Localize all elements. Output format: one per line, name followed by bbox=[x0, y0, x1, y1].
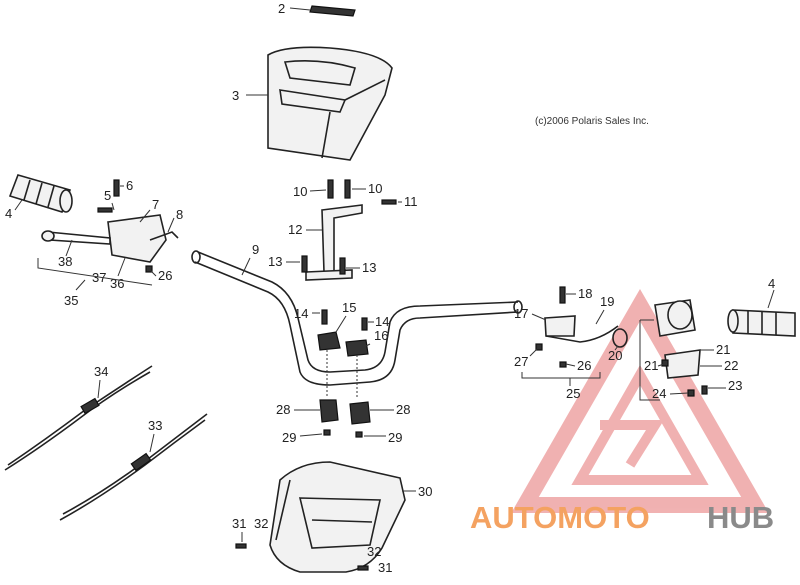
callout-24: 24 bbox=[652, 386, 666, 401]
part-30-lower-cover bbox=[269, 461, 406, 573]
callout-13-left: 13 bbox=[268, 254, 282, 269]
part-16-clamp bbox=[317, 309, 369, 357]
callout-14-left: 14 bbox=[294, 306, 308, 321]
callout-34: 34 bbox=[94, 364, 108, 379]
callout-9: 9 bbox=[252, 242, 259, 257]
callout-22: 22 bbox=[724, 358, 738, 373]
callout-16: 16 bbox=[374, 328, 388, 343]
callout-4-left: 4 bbox=[5, 206, 12, 221]
callout-31-right: 31 bbox=[378, 560, 392, 575]
copyright-text: (c)2006 Polaris Sales Inc. bbox=[535, 116, 649, 127]
part-2-trim bbox=[309, 5, 356, 17]
callout-36: 36 bbox=[110, 276, 124, 291]
callout-10-right: 10 bbox=[368, 181, 382, 196]
part-4-right-grip bbox=[727, 309, 796, 337]
callout-20: 20 bbox=[608, 348, 622, 363]
callout-32-right: 32 bbox=[367, 544, 381, 559]
callout-23: 23 bbox=[728, 378, 742, 393]
callout-4-right: 4 bbox=[768, 276, 775, 291]
callout-11: 11 bbox=[404, 194, 418, 209]
part-3-pod-cover bbox=[267, 46, 393, 161]
callout-14-right: 14 bbox=[375, 314, 389, 329]
callout-3: 3 bbox=[232, 88, 239, 103]
callout-29-right: 29 bbox=[388, 430, 402, 445]
callout-8: 8 bbox=[176, 207, 183, 222]
callout-10-left: 10 bbox=[293, 184, 307, 199]
callout-18: 18 bbox=[578, 286, 592, 301]
callout-35: 35 bbox=[64, 293, 78, 308]
callout-12: 12 bbox=[288, 222, 302, 237]
callout-7: 7 bbox=[152, 197, 159, 212]
callout-5: 5 bbox=[104, 188, 111, 203]
callout-2: 2 bbox=[278, 1, 285, 16]
callout-21-right: 21 bbox=[716, 342, 730, 357]
callout-13-right: 13 bbox=[362, 260, 376, 275]
part-4-left-grip bbox=[8, 174, 73, 213]
watermark-text-gray: HUB bbox=[707, 500, 774, 535]
callout-26-left: 26 bbox=[158, 268, 172, 283]
callout-26-right: 26 bbox=[577, 358, 591, 373]
part-21-switch-housing bbox=[654, 299, 708, 397]
part-35-master-cylinder-assembly bbox=[41, 179, 179, 273]
callout-29-left: 29 bbox=[282, 430, 296, 445]
part-9-handlebar bbox=[191, 250, 523, 386]
callout-28-left: 28 bbox=[276, 402, 290, 417]
callout-25: 25 bbox=[566, 386, 580, 401]
callout-31-left: 31 bbox=[232, 516, 246, 531]
part-34-cable bbox=[4, 365, 153, 471]
callout-17: 17 bbox=[514, 306, 528, 321]
callout-33: 33 bbox=[148, 418, 162, 433]
callout-30: 30 bbox=[418, 484, 432, 499]
part-12-bracket bbox=[301, 179, 397, 281]
watermark-logo bbox=[511, 288, 769, 513]
callout-6: 6 bbox=[126, 178, 133, 193]
part-33-cable bbox=[59, 413, 208, 521]
part-28-risers bbox=[319, 399, 371, 438]
callout-27: 27 bbox=[514, 354, 528, 369]
callout-19: 19 bbox=[600, 294, 614, 309]
callout-15: 15 bbox=[342, 300, 356, 315]
callout-28-right: 28 bbox=[396, 402, 410, 417]
callout-32-left: 32 bbox=[254, 516, 268, 531]
part-19-throttle-lever bbox=[535, 286, 628, 368]
callout-38-top: 38 bbox=[58, 254, 72, 269]
callout-21-left: 21 bbox=[644, 358, 658, 373]
watermark-text-orange: AUTOMOTO bbox=[470, 500, 650, 535]
